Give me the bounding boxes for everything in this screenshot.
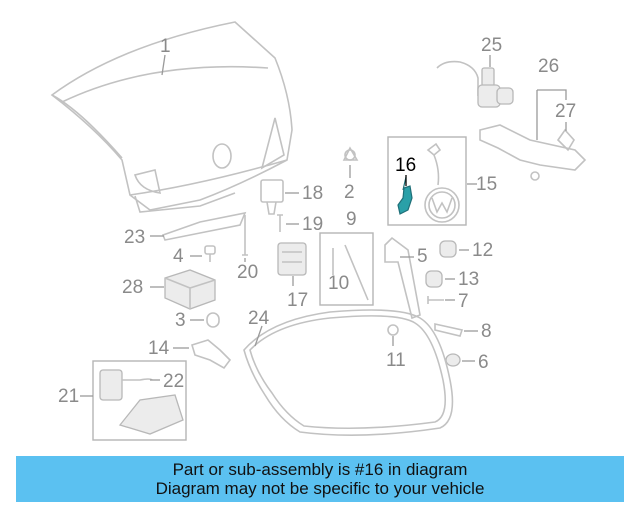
callout-13: 13 (458, 269, 479, 290)
callout-25: 25 (481, 35, 502, 56)
part-11-clip (387, 324, 399, 336)
part-26-hinge-arm (479, 124, 587, 181)
callout-24: 24 (248, 308, 270, 329)
callout-10: 10 (328, 273, 349, 294)
callout-1: 1 (160, 36, 171, 57)
part-28-control-module (164, 269, 216, 310)
callout-17: 17 (287, 290, 308, 311)
callout-15: 15 (476, 174, 497, 195)
part-5-hinge (384, 236, 421, 320)
part-19-pin (277, 214, 283, 232)
callout-12: 12 (472, 240, 493, 261)
part-1-trunk-lid (50, 21, 293, 213)
part-27-bushing (556, 128, 575, 152)
callout-5: 5 (417, 246, 428, 267)
callout-2: 2 (344, 182, 355, 203)
part-3-grommet (206, 312, 220, 328)
part-16-highlighted (397, 176, 413, 215)
part-9-box (319, 232, 374, 306)
callout-22: 22 (163, 371, 184, 392)
part-15-box (387, 136, 467, 226)
part-17-latch (277, 242, 307, 276)
info-banner: Part or sub-assembly is #16 in diagram D… (16, 456, 624, 502)
part-14-lock-cylinder (191, 339, 232, 370)
part-15-emblem (424, 142, 460, 223)
callout-7: 7 (458, 291, 469, 312)
banner-line-1: Part or sub-assembly is #16 in diagram (172, 460, 468, 479)
part-12-bumper (439, 240, 457, 258)
callout-27: 27 (555, 101, 576, 122)
callout-28: 28 (122, 277, 143, 298)
callout-6: 6 (478, 352, 489, 373)
part-2-grommet (342, 146, 359, 161)
callout-11: 11 (386, 350, 406, 371)
part-20-rod (242, 215, 248, 256)
callout-18: 18 (302, 183, 323, 204)
callout-3: 3 (175, 310, 186, 331)
banner-line-2: Diagram may not be specific to your vehi… (155, 479, 485, 498)
diagram-drawing: 1 2 18 19 23 20 4 17 (50, 21, 587, 441)
part-18-actuator (260, 179, 284, 215)
part-13-bumper (425, 270, 443, 288)
callout-21: 21 (58, 386, 79, 407)
part-8-bracket (434, 323, 464, 337)
part-25-lock-assembly (436, 60, 514, 108)
part-6-washer (445, 353, 461, 367)
callout-9: 9 (346, 209, 357, 230)
callout-20: 20 (237, 262, 258, 283)
part-10-strut (332, 244, 369, 301)
callout-16: 16 (395, 155, 416, 176)
callout-8: 8 (481, 321, 492, 342)
part-4-clip (204, 245, 216, 262)
callout-4: 4 (173, 246, 184, 267)
callout-26: 26 (538, 56, 559, 77)
callout-19: 19 (302, 214, 323, 235)
parts-diagram: 1 2 18 19 23 20 4 17 (50, 21, 587, 441)
part-23-trim-strip (161, 211, 247, 241)
callout-14: 14 (148, 338, 170, 359)
part-24-weatherstrip (243, 309, 454, 436)
part-21-box (92, 360, 187, 441)
part-7-bolt (427, 296, 444, 304)
callout-23: 23 (124, 227, 145, 248)
